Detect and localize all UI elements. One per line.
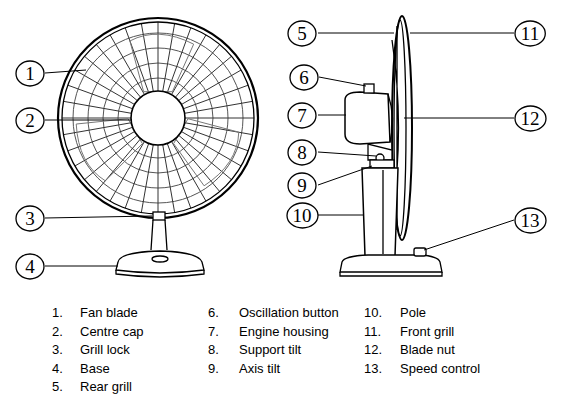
part-name: Fan blade: [80, 305, 138, 321]
list-number: 1.: [52, 305, 63, 321]
callout-number: 13: [521, 211, 540, 230]
callout-circle: 11: [514, 20, 546, 47]
part-name: Centre cap: [80, 324, 144, 340]
list-number: 8.: [208, 342, 219, 358]
callout-number: 11: [521, 24, 539, 43]
callout-circle: 13: [514, 207, 547, 234]
list-number: 9.: [208, 361, 219, 377]
callout-number: 12: [521, 109, 540, 128]
callout-number: 3: [25, 209, 35, 228]
callout-circle: 1: [15, 60, 45, 87]
callout-number: 10: [293, 206, 312, 225]
callout-circle: 10: [286, 202, 319, 229]
list-number: 3.: [52, 342, 63, 358]
callout-circle: 12: [514, 105, 547, 132]
part-name: Rear grill: [80, 379, 132, 395]
callout-circle: 5: [287, 20, 317, 47]
part-name: Support tilt: [239, 342, 301, 358]
callout-circle: 9: [287, 172, 317, 199]
list-number: 12.: [364, 342, 382, 358]
callout-circle: 3: [15, 205, 45, 232]
part-name: Oscillation button: [239, 305, 339, 321]
callout-number: 8: [297, 143, 307, 162]
part-name: Engine housing: [239, 324, 329, 340]
callout-number: 1: [25, 64, 35, 83]
callout-circle: 7: [287, 102, 317, 129]
part-name: Blade nut: [400, 342, 455, 358]
callout-number: 7: [297, 106, 307, 125]
callout-circle: 2: [15, 107, 45, 134]
callout-number: 4: [25, 257, 35, 276]
list-number: 13.: [364, 361, 382, 377]
list-number: 2.: [52, 324, 63, 340]
callout-circle: 4: [15, 253, 45, 280]
part-name: Pole: [400, 305, 426, 321]
list-number: 5.: [52, 379, 63, 395]
callout-number: 9: [297, 176, 307, 195]
list-number: 10.: [364, 305, 382, 321]
list-number: 6.: [208, 305, 219, 321]
part-name: Grill lock: [80, 342, 130, 358]
callout-circle: 8: [287, 139, 317, 166]
list-number: 7.: [208, 324, 219, 340]
part-name: Front grill: [400, 324, 454, 340]
list-number: 11.: [364, 324, 381, 340]
callout-number: 2: [25, 111, 35, 130]
part-name: Base: [80, 361, 110, 377]
part-name: Axis tilt: [239, 361, 280, 377]
callout-number: 5: [297, 24, 307, 43]
callout-circle: 6: [289, 64, 319, 91]
part-name: Speed control: [400, 361, 480, 377]
list-number: 4.: [52, 361, 63, 377]
callout-number: 6: [299, 68, 309, 87]
